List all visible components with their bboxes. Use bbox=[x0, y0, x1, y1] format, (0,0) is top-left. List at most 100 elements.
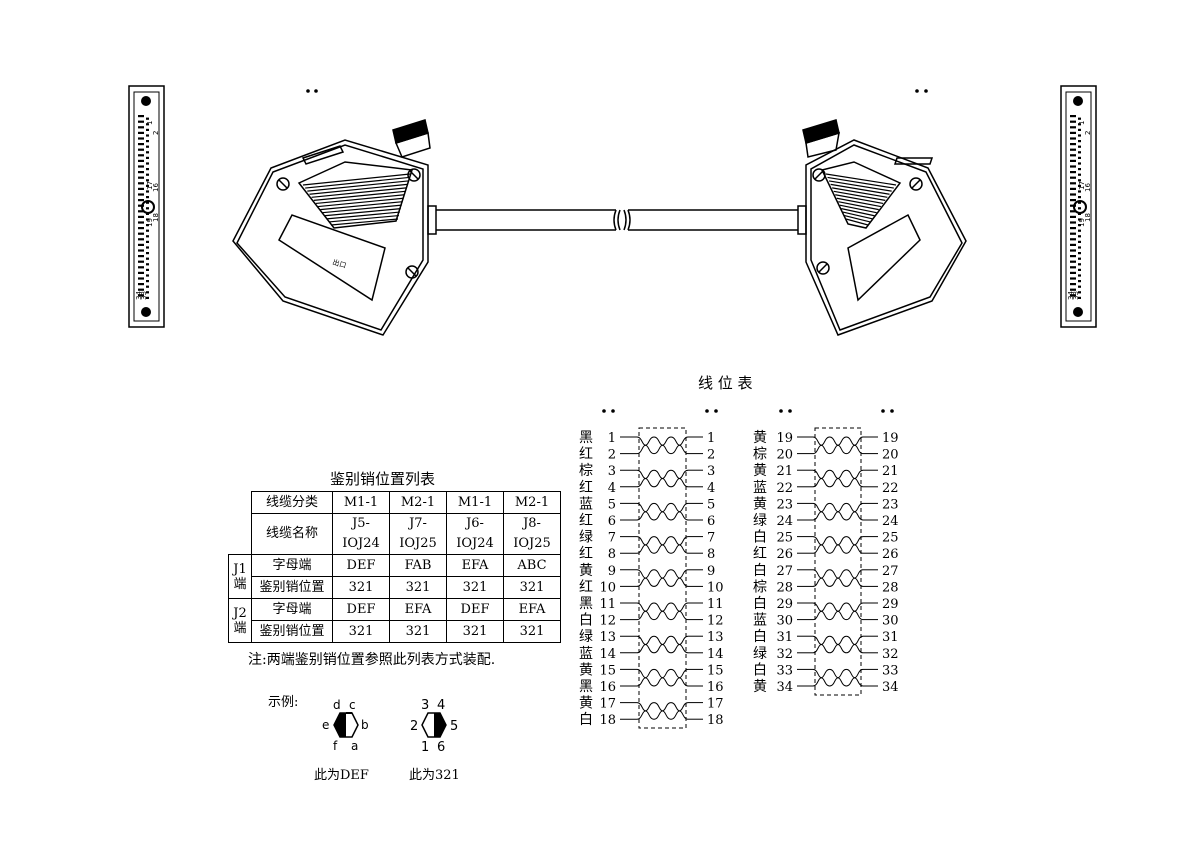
pin-mark bbox=[146, 252, 149, 255]
pin-mark bbox=[1078, 252, 1081, 255]
pin-mark bbox=[138, 115, 144, 118]
wire-pin-right: 18 bbox=[707, 713, 724, 728]
twisted-pair bbox=[636, 710, 689, 720]
wire-pin-right: 24 bbox=[882, 514, 899, 529]
twisted-pair bbox=[636, 635, 689, 646]
left-connector-front-view: 1 2 17 16 19 18 33 34 bbox=[128, 85, 165, 328]
twisted-pair bbox=[812, 569, 864, 579]
wire-color-label: 绿 bbox=[579, 530, 593, 546]
wire-color-label: 白 bbox=[753, 596, 767, 612]
j2-letter-cell: DEF bbox=[332, 598, 390, 621]
pin-mark bbox=[138, 210, 144, 213]
wire-color-label: 黄 bbox=[753, 429, 767, 446]
twisted-pair bbox=[636, 677, 689, 687]
wire-color-label: 绿 bbox=[753, 646, 767, 662]
wire-pin-left: 25 bbox=[776, 531, 793, 546]
pin-mark bbox=[146, 285, 149, 288]
wire-pin-left: 26 bbox=[776, 547, 793, 562]
pin-mark bbox=[1078, 145, 1081, 148]
wire-color-label: 白 bbox=[753, 530, 767, 546]
wire-pin-left: 3 bbox=[608, 464, 616, 479]
wire-pin-left: 7 bbox=[608, 531, 616, 546]
pin-mark bbox=[146, 296, 149, 299]
letter-end-label: 字母端 bbox=[251, 554, 333, 577]
pin-mark bbox=[146, 190, 149, 193]
pin-mark bbox=[138, 120, 144, 123]
pin-mark bbox=[138, 221, 144, 224]
cable-name-cell: J8-IOJ25 bbox=[503, 513, 561, 555]
wire-color-label: 黄 bbox=[579, 562, 593, 579]
wire-pin-right: 8 bbox=[707, 547, 715, 562]
wire-color-label: 红 bbox=[579, 513, 593, 529]
wire-color-label: 红 bbox=[579, 579, 593, 595]
pin-mark bbox=[146, 229, 149, 232]
cable-name-cell: J5-IOJ24 bbox=[332, 513, 390, 555]
wire-color-label: 棕 bbox=[753, 447, 767, 463]
hex-number-1: 1 bbox=[421, 740, 429, 755]
pin-mark bbox=[146, 156, 149, 159]
wire-color-label: 黑 bbox=[579, 679, 593, 695]
pin-mark bbox=[146, 274, 149, 277]
wire-color-label: 黄 bbox=[753, 678, 767, 695]
pin-mark bbox=[138, 266, 144, 269]
example-hex-letters: d c e b f a bbox=[322, 698, 369, 753]
hex-number-4: 4 bbox=[437, 698, 445, 713]
pin-mark bbox=[138, 148, 144, 151]
pin-mark bbox=[146, 268, 149, 271]
grip-rib bbox=[309, 183, 408, 195]
pin-mark bbox=[146, 117, 149, 120]
twisted-pair bbox=[812, 536, 864, 546]
wire-pin-left: 34 bbox=[776, 680, 793, 695]
pin-mark bbox=[138, 126, 144, 129]
pin-mark bbox=[1070, 165, 1076, 168]
pin-mark bbox=[1078, 151, 1081, 154]
wire-color-label: 红 bbox=[753, 546, 767, 562]
pin-mark bbox=[1070, 294, 1076, 297]
pin-mark bbox=[1078, 207, 1081, 210]
pin-mark bbox=[1078, 257, 1081, 260]
wire-color-label: 黄 bbox=[753, 495, 767, 512]
wiring-left-bundle-box bbox=[638, 427, 687, 729]
wire-color-label: 绿 bbox=[579, 629, 593, 645]
wire-color-label: 红 bbox=[579, 447, 593, 463]
key-position-label: 鉴别销位置 bbox=[251, 576, 333, 599]
right-tick-19: 19 bbox=[1078, 218, 1086, 227]
wire-color-label: 黑 bbox=[579, 596, 593, 612]
j2-letter-cell: DEF bbox=[446, 598, 504, 621]
pin-mark bbox=[146, 162, 149, 165]
pin-mark bbox=[138, 227, 144, 230]
wire-pin-left: 8 bbox=[608, 547, 616, 562]
twisted-pair bbox=[636, 643, 689, 654]
right-tick-16: 16 bbox=[1084, 183, 1092, 192]
wire-pin-left: 31 bbox=[776, 630, 793, 645]
wiring-title: 线 位 表 bbox=[698, 374, 753, 392]
wire-color-label: 黄 bbox=[579, 661, 593, 678]
twisted-pair bbox=[812, 668, 864, 679]
wire-pin-right: 17 bbox=[707, 697, 724, 712]
pin-mark bbox=[1070, 131, 1076, 134]
right-tick-17: 17 bbox=[1078, 181, 1086, 190]
wire-pin-right: 26 bbox=[882, 547, 899, 562]
header-cable-name: 线缆名称 bbox=[251, 513, 333, 555]
example-letters-caption: 此为DEF bbox=[314, 768, 369, 783]
key-position-label: 鉴别销位置 bbox=[251, 620, 333, 643]
wire-pin-left: 27 bbox=[776, 564, 793, 579]
pin-mark bbox=[1078, 168, 1081, 171]
pin-mark bbox=[1078, 190, 1081, 193]
pin-mark bbox=[1070, 182, 1076, 185]
wire-pin-right: 33 bbox=[882, 663, 899, 678]
left-tick-17: 17 bbox=[146, 181, 154, 190]
twisted-pair bbox=[812, 577, 864, 587]
pin-mark bbox=[138, 288, 144, 291]
twisted-pair bbox=[636, 602, 689, 612]
pin-mark bbox=[146, 140, 149, 143]
pin-mark bbox=[1078, 235, 1081, 238]
twisted-pair bbox=[636, 469, 689, 480]
wire-color-label: 蓝 bbox=[753, 613, 767, 629]
wire-pin-left: 19 bbox=[776, 431, 793, 446]
twisted-pair bbox=[812, 544, 864, 554]
wire-color-label: 白 bbox=[579, 613, 593, 629]
table-row: 鉴别销位置 321 321 321 321 bbox=[229, 620, 561, 643]
pin-mark bbox=[1078, 218, 1081, 221]
